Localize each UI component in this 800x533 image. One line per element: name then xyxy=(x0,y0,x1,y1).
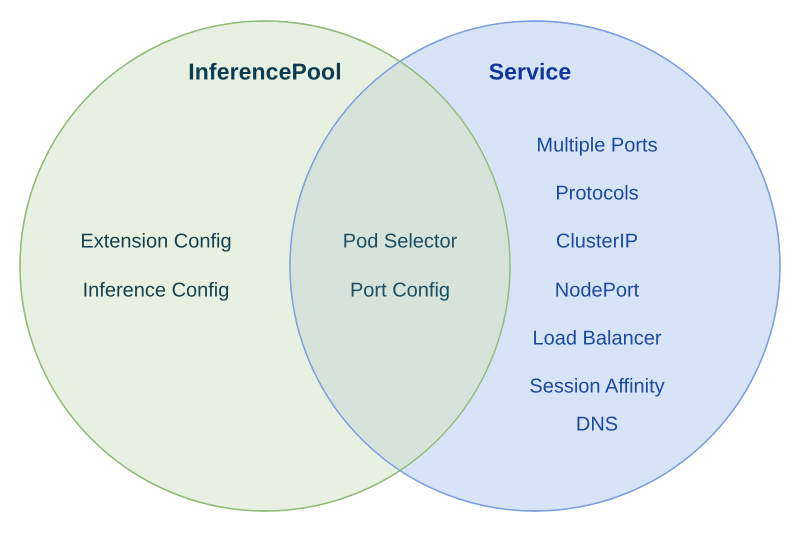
right-item-multiple-ports: Multiple Ports xyxy=(536,134,658,157)
right-item-clusterip: ClusterIP xyxy=(555,230,639,253)
right-item-dns: DNS xyxy=(575,413,619,436)
set-title-service: Service xyxy=(488,58,572,85)
right-item-protocols: Protocols xyxy=(555,182,639,205)
set-title-inferencepool: InferencePool xyxy=(188,58,342,85)
right-item-nodeport: NodePort xyxy=(554,279,640,302)
intersection-item-pod-selector: Pod Selector xyxy=(342,230,458,253)
left-item-extension-config: Extension Config xyxy=(80,230,232,253)
right-item-load-balancer: Load Balancer xyxy=(532,327,662,350)
intersection-item-port-config: Port Config xyxy=(349,279,451,302)
left-item-inference-config: Inference Config xyxy=(82,279,230,302)
circle-inferencepool-outline xyxy=(19,20,511,512)
circle-service-outline xyxy=(289,20,781,512)
right-item-session-affinity: Session Affinity xyxy=(529,375,665,398)
circle-intersection xyxy=(290,21,510,511)
